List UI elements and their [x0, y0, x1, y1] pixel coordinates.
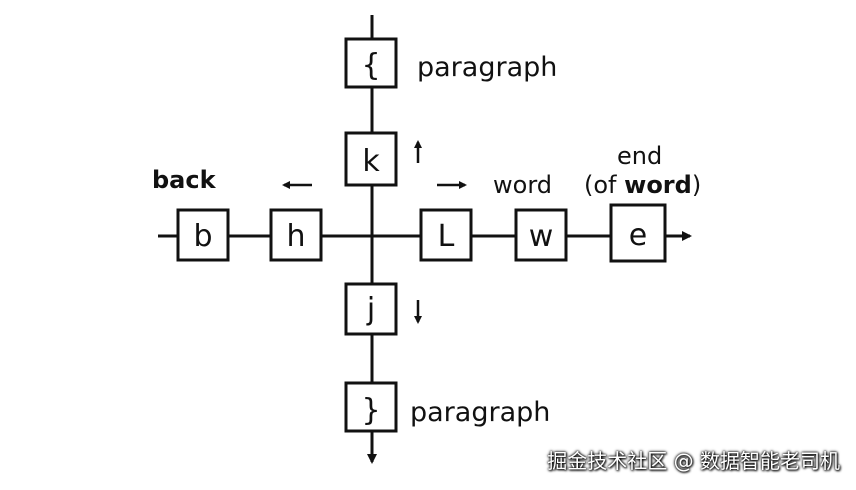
- label-end-line2: (of word): [584, 171, 701, 199]
- key-label: {: [361, 48, 380, 83]
- key-label: L: [438, 219, 455, 254]
- key-label: j: [366, 292, 375, 327]
- key-w-word: w: [514, 208, 568, 262]
- key-paragraph-up: {: [344, 37, 398, 89]
- label-end-word: word: [624, 171, 692, 199]
- watermark: 掘金技术社区 @ 数据智能老司机: [547, 449, 840, 473]
- label-end-line1: end: [617, 142, 662, 170]
- key-j-down: j: [344, 282, 398, 336]
- key-label: h: [286, 219, 305, 254]
- key-e-end: e: [609, 203, 667, 263]
- key-label: e: [629, 218, 647, 253]
- key-b-back: b: [176, 208, 230, 262]
- key-l-right: L: [419, 208, 473, 262]
- key-h-left: h: [269, 208, 323, 262]
- key-label: w: [529, 219, 554, 254]
- label-back: back: [152, 166, 217, 194]
- key-label: }: [361, 393, 380, 428]
- key-label: b: [193, 219, 212, 254]
- label-paragraph-up: paragraph: [417, 52, 557, 83]
- key-label: k: [362, 144, 380, 179]
- label-word: word: [493, 171, 552, 199]
- key-paragraph-down: }: [344, 381, 398, 433]
- label-paragraph-down: paragraph: [410, 397, 550, 428]
- label-end-suffix: ): [692, 171, 701, 199]
- label-end-prefix: (of: [584, 171, 617, 199]
- key-k-up: k: [344, 131, 398, 187]
